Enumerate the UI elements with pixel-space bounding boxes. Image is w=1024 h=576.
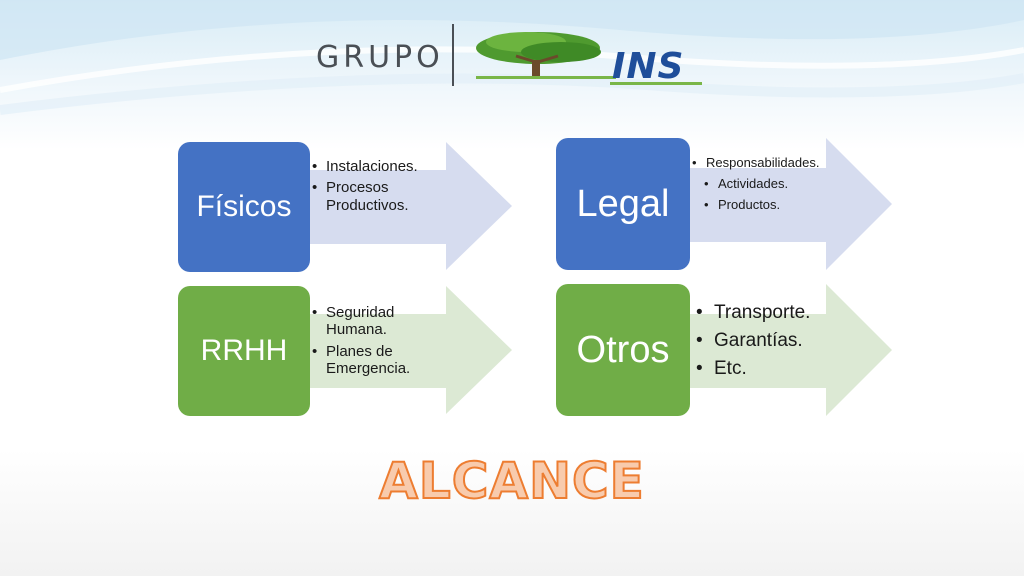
label-rrhh: RRHH <box>200 334 288 367</box>
box-otros: Otros <box>556 284 690 416</box>
logo-ins-text: INS <box>612 46 685 87</box>
list-item: Etc. <box>696 358 866 380</box>
list-item: Planes de Emergencia. <box>312 343 452 378</box>
list-item: Instalaciones. <box>312 158 452 176</box>
label-legal: Legal <box>576 182 670 225</box>
logo-underline <box>610 82 702 85</box>
list-otros: Transporte. Garantías. Etc. <box>696 302 866 380</box>
list-rrhh: Seguridad Humana. Planes de Emergencia. <box>312 304 452 377</box>
list-item: Transporte. <box>696 302 866 324</box>
list-item: Garantías. <box>696 330 866 352</box>
slide-title: ALCANCE <box>378 451 645 511</box>
list-item: Actividades. <box>704 176 862 192</box>
list-item: Procesos Productivos. <box>312 179 452 214</box>
list-item: Seguridad Humana. <box>312 304 452 339</box>
block-otros: Otros Transporte. Garantías. Etc. <box>556 282 894 418</box>
box-fisicos: Físicos <box>178 142 310 272</box>
block-rrhh: RRHH Seguridad Humana. Planes de Emergen… <box>178 284 514 418</box>
block-fisicos: Físicos Instalaciones. Procesos Producti… <box>178 140 514 274</box>
list-legal: Responsabilidades. Actividades. Producto… <box>692 155 862 213</box>
list-item: Productos. <box>704 197 862 213</box>
block-legal: Legal Responsabilidades. Actividades. Pr… <box>556 136 894 272</box>
list-item: Responsabilidades. <box>692 155 862 171</box>
box-rrhh: RRHH <box>178 286 310 416</box>
label-fisicos: Físicos <box>196 190 292 223</box>
tree-icon <box>476 32 616 79</box>
list-fisicos: Instalaciones. Procesos Productivos. <box>312 158 452 214</box>
label-otros: Otros <box>576 328 670 371</box>
box-legal: Legal <box>556 138 690 270</box>
logo-grupo-text: GRUPO <box>316 40 444 75</box>
logo-divider <box>452 24 454 86</box>
